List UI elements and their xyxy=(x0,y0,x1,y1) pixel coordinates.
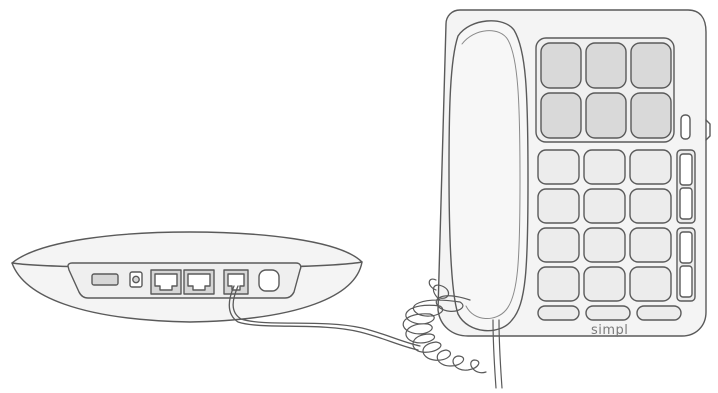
keypad-key xyxy=(537,266,580,302)
phone-brand-label: simpl xyxy=(591,323,628,338)
router-button-icon xyxy=(258,269,280,292)
side-rocker-keys xyxy=(676,149,696,302)
keypad-key xyxy=(629,227,672,263)
keypad-key xyxy=(629,188,672,224)
keypad-key xyxy=(583,149,626,185)
ethernet-port-icon xyxy=(150,269,182,295)
ringer-switch-icon xyxy=(680,114,691,140)
keypad-key xyxy=(583,188,626,224)
speed-dial-key xyxy=(540,92,582,139)
speed-dial-key xyxy=(630,92,672,139)
rocker-key-upper xyxy=(679,231,693,264)
speed-dial-key xyxy=(540,42,582,89)
desk-phone xyxy=(437,9,711,337)
function-key xyxy=(636,305,682,321)
speed-dial-keys xyxy=(540,42,672,139)
function-key xyxy=(585,305,631,321)
rocker-key-lower xyxy=(679,265,693,298)
function-keys xyxy=(537,305,682,321)
keypad-key xyxy=(583,266,626,302)
keypad-key xyxy=(629,149,672,185)
speed-dial-key xyxy=(585,42,627,89)
keypad-key xyxy=(537,188,580,224)
speed-dial-key xyxy=(630,42,672,89)
keypad xyxy=(537,149,672,302)
phone-cable xyxy=(228,285,421,351)
router-device xyxy=(11,231,363,323)
rocker-key-lower xyxy=(679,187,693,220)
rocker-key-upper xyxy=(679,153,693,186)
speed-dial-key xyxy=(585,92,627,139)
phone-port-icon xyxy=(223,269,249,295)
usb-port-icon xyxy=(91,273,119,286)
keypad-key xyxy=(629,266,672,302)
keypad-key xyxy=(537,149,580,185)
function-key xyxy=(537,305,580,321)
power-jack-icon xyxy=(129,271,143,288)
phone-side-edge xyxy=(705,119,711,141)
handset xyxy=(448,20,529,332)
keypad-key xyxy=(583,227,626,263)
keypad-key xyxy=(537,227,580,263)
coiled-cord xyxy=(402,278,503,389)
ethernet-port-icon xyxy=(183,269,215,295)
